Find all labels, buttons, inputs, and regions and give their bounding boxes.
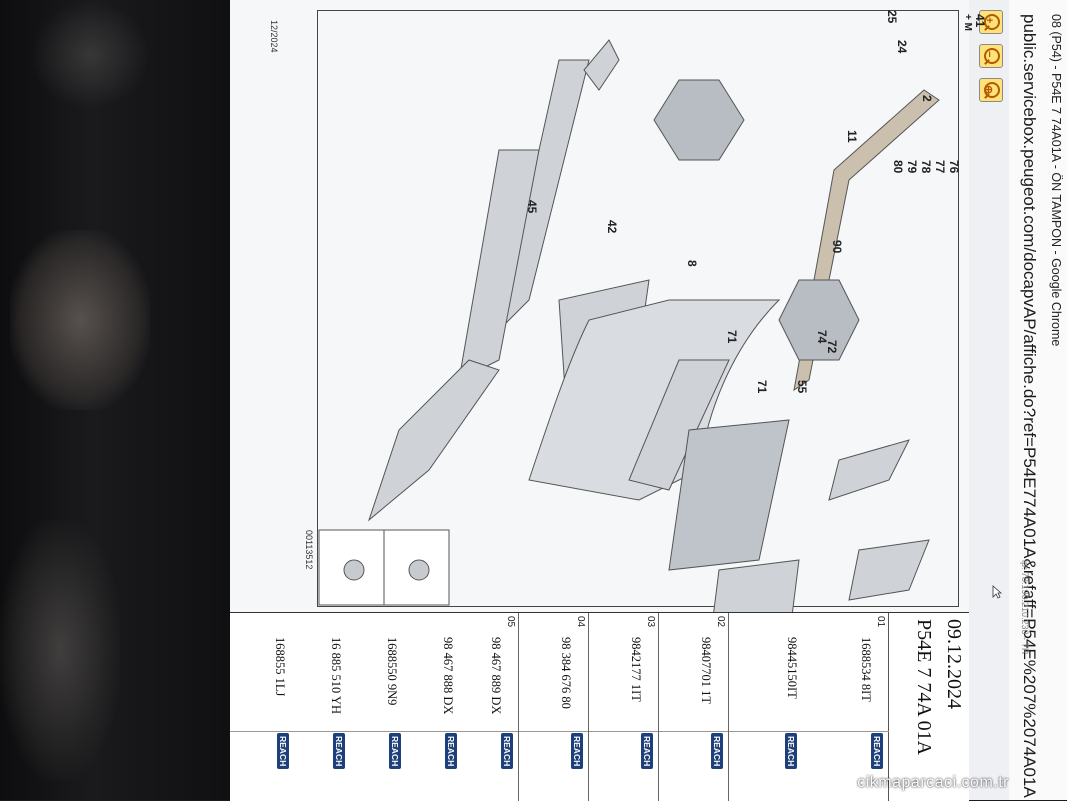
callout: 71 — [725, 330, 739, 344]
background-blur — [10, 230, 150, 410]
headlamp — [367, 359, 500, 522]
callout: 71 — [755, 380, 769, 394]
main-grille — [668, 419, 790, 571]
reach-badge: REACH — [785, 733, 797, 770]
reach-badge: REACH — [571, 733, 583, 770]
callout: 55 — [795, 380, 809, 394]
title-bar: 08 (P54) - P54E 7 74A01A - ÖN TAMPON - G… — [1008, 0, 1067, 800]
clip-kit — [778, 279, 860, 361]
part-ref: 98 384 676 80 — [559, 637, 573, 709]
part-ref: 98445150IT — [785, 637, 799, 699]
reach-badge: REACH — [501, 733, 513, 770]
part-ref: 9842177 1IT — [629, 637, 643, 702]
panel-date: 09.12.2024 — [943, 619, 965, 709]
reach-badge: REACH — [277, 733, 289, 770]
part-row[interactable]: 05 98 467 889 DX 98 467 888 DX 1688550 9… — [230, 613, 519, 801]
callout: 77 — [933, 160, 947, 174]
reach-badge: REACH — [871, 733, 883, 770]
drawing-number: 00113512 — [304, 530, 314, 570]
exploded-view-drawing — [318, 39, 940, 612]
monitor-bezel — [0, 0, 230, 800]
reach-badge: REACH — [711, 733, 723, 770]
callout: 45 — [525, 200, 539, 214]
background-blur — [30, 0, 150, 110]
side-trim — [828, 439, 910, 501]
part-ref: 168855 1LJ — [273, 637, 287, 697]
reach-badge: REACH — [641, 733, 653, 770]
callout: 80 — [891, 160, 905, 174]
zoom-fit-button[interactable]: ⊕ — [979, 78, 1003, 102]
part-row[interactable]: 03 9842177 1IT REACH — [588, 613, 659, 801]
part-ref: 1688550 9N9 — [385, 637, 399, 706]
callout: 41 — [973, 14, 987, 28]
callout: 72 — [825, 340, 839, 354]
callout: 11 — [845, 130, 859, 143]
part-row[interactable]: 01 1688534 8IT 98445150IT REACH REACH — [728, 613, 889, 801]
parts-diagram[interactable]: 41 + M 76 77 78 79 80 11 90 74 45 42 72 … — [230, 0, 987, 612]
callout: 8 — [685, 260, 699, 267]
callout: 25 — [885, 10, 899, 24]
callout: 42 — [605, 220, 619, 234]
panel-code: P54E 7 74A 01A — [913, 619, 935, 756]
panel-header: 09.12.2024 P54E 7 74A 01A — [888, 613, 969, 801]
reach-badge: REACH — [445, 733, 457, 770]
callout: 79 — [905, 160, 919, 174]
footer-date: 12/2024 — [269, 20, 279, 53]
part-ref: 98407701 1T — [699, 637, 713, 705]
clip-kit — [653, 79, 745, 161]
part-ref: 98 467 889 DX — [489, 637, 503, 715]
lower-spoiler — [708, 559, 800, 612]
callout: 78 — [919, 160, 933, 174]
watermark: cikmaparcaci.com.tr — [857, 774, 1009, 791]
part-ref: 16 885 510 YH — [329, 637, 343, 714]
bracket-right — [583, 39, 620, 91]
address-bar[interactable]: public.servicebox.peugeot.com/docapvAP/a… — [1020, 14, 1039, 798]
bumper-skin — [528, 299, 781, 501]
parts-list-panel: 09.12.2024 P54E 7 74A 01A 01 1688534 8IT… — [230, 612, 969, 801]
part-ref: 98 467 888 DX — [441, 637, 455, 715]
viewer-toolbar: + − ⊕ — [969, 0, 1009, 800]
status-ip: ip: 78.190.210.230 - TR — [1020, 560, 1030, 655]
callout: 90 — [830, 240, 844, 254]
callout: + M — [962, 14, 973, 31]
callout: 76 — [947, 160, 961, 174]
part-ref: 1688534 8IT — [859, 637, 873, 702]
callout: 24 — [895, 40, 909, 54]
reach-badge: REACH — [389, 733, 401, 770]
part-row[interactable]: 02 98407701 1T REACH — [658, 613, 729, 801]
background-blur — [0, 520, 120, 780]
callout: 2 — [920, 95, 934, 102]
fog-trim — [848, 539, 930, 601]
reach-badge: REACH — [333, 733, 345, 770]
mouse-cursor-icon — [992, 585, 1002, 599]
zoom-out-button[interactable]: − — [979, 44, 1003, 68]
browser-window: 08 (P54) - P54E 7 74A01A - ÖN TAMPON - G… — [230, 0, 1067, 801]
window-title: 08 (P54) - P54E 7 74A01A - ÖN TAMPON - G… — [1049, 14, 1063, 347]
part-row[interactable]: 04 98 384 676 80 REACH — [518, 613, 589, 801]
